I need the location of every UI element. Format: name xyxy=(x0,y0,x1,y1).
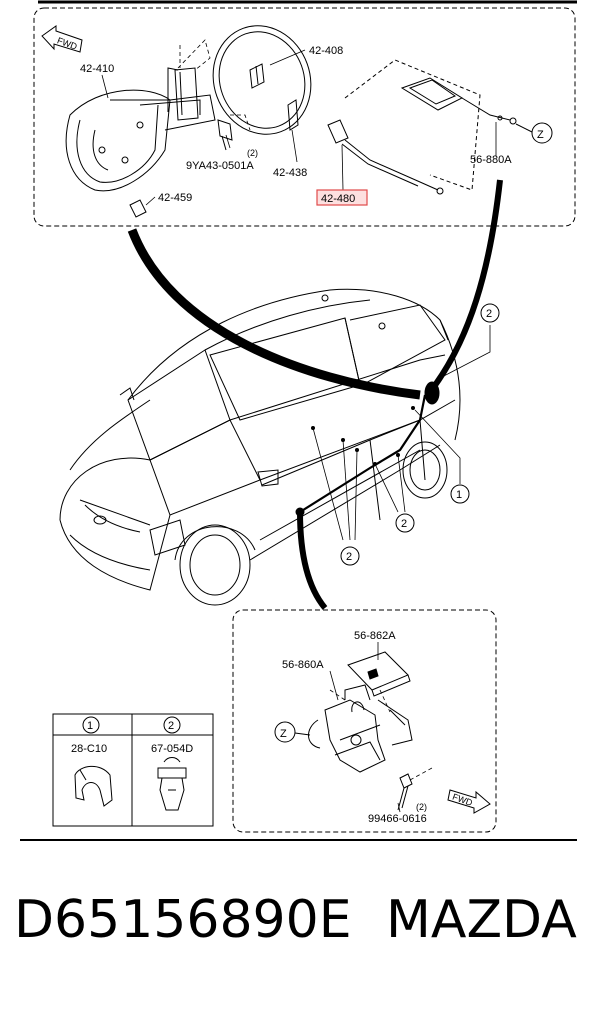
label-42-410: 42-410 xyxy=(80,63,114,75)
cover-56-862a xyxy=(347,651,411,697)
svg-text:2: 2 xyxy=(168,720,174,732)
svg-text:2: 2 xyxy=(346,551,352,563)
car-illustration xyxy=(59,288,461,606)
qty-99466: (2) xyxy=(416,802,427,812)
bolt-99466 xyxy=(397,773,413,811)
brand-name: MAZDA xyxy=(386,890,577,950)
bolt-9ya43 xyxy=(217,119,233,151)
svg-text:2: 2 xyxy=(401,518,407,530)
svg-text:FWD: FWD xyxy=(451,792,474,809)
label-42-438: 42-438 xyxy=(273,167,307,179)
qty-9ya43: (2) xyxy=(247,148,258,158)
label-56-860a: 56-860A xyxy=(282,659,324,671)
spring-42-438 xyxy=(287,99,299,131)
clip-28-c10-drawing xyxy=(74,765,113,807)
label-56-862a: 56-862A xyxy=(354,630,396,642)
fuel-lid-panel xyxy=(212,25,312,135)
label-9ya43: 9YA43-0501A xyxy=(186,160,254,172)
legend-part-28-c10: 28-C10 xyxy=(71,743,107,755)
fwd-arrow-bottom: FWD xyxy=(447,789,491,814)
label-42-408: 42-408 xyxy=(309,45,343,57)
fwd-arrow-top: FWD xyxy=(41,25,83,53)
clip-42-459 xyxy=(129,199,147,218)
label-56-880a: 56-880A xyxy=(470,154,512,166)
lever-56-860a xyxy=(294,684,413,773)
cable-routing xyxy=(295,394,427,517)
release-cable-assembly xyxy=(344,59,533,191)
legend-num-2: 2 xyxy=(163,716,181,734)
fuel-lid-detail-box xyxy=(33,7,576,227)
highlight-42-480 xyxy=(316,189,368,206)
z-marker-bottom: Z xyxy=(274,721,296,743)
part-code: D65156890E xyxy=(14,890,352,950)
ref-circle-1: 1 xyxy=(450,484,470,504)
bracket-42-408 xyxy=(249,63,265,89)
clip-67-054d-drawing xyxy=(157,757,187,811)
svg-text:2: 2 xyxy=(486,308,492,320)
svg-text:Z: Z xyxy=(537,129,544,141)
ref-circle-2-b: 2 xyxy=(395,513,415,533)
svg-text:1: 1 xyxy=(456,489,462,501)
ref-circle-2-c: 2 xyxy=(340,546,360,566)
label-99466: 99466-0616 xyxy=(368,813,427,825)
legend-part-67-054d: 67-054D xyxy=(151,743,193,755)
z-marker-top: Z xyxy=(531,122,553,144)
connector-lines xyxy=(127,179,503,610)
svg-text:Z: Z xyxy=(280,728,287,740)
legend-num-1: 1 xyxy=(82,716,100,734)
label-42-480: 42-480 xyxy=(321,193,355,205)
release-lever-detail-box xyxy=(232,609,497,833)
svg-text:1: 1 xyxy=(87,720,93,732)
fuel-lid-hinge xyxy=(167,67,199,121)
fuel-lid-housing xyxy=(65,89,216,192)
ref-circle-2-a: 2 xyxy=(480,303,500,323)
opener-cable-42-480 xyxy=(327,119,444,195)
clip-legend-table xyxy=(52,713,214,827)
label-42-459: 42-459 xyxy=(158,192,192,204)
